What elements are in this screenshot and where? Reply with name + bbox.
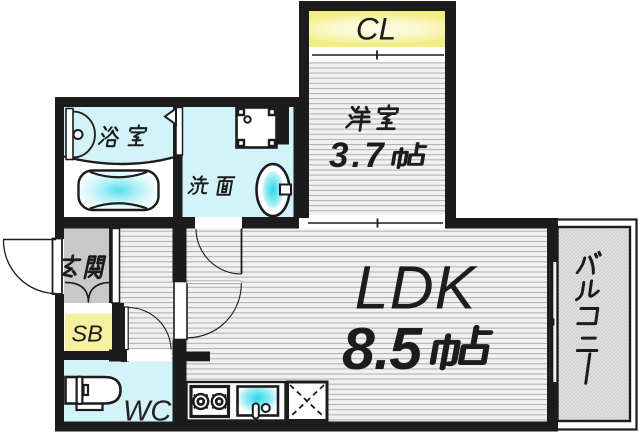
svg-text:CL: CL (356, 11, 396, 47)
svg-text:3.7: 3.7 (329, 136, 387, 175)
svg-text:SB: SB (72, 321, 103, 347)
svg-text:LDK: LDK (355, 254, 478, 322)
svg-text:WC: WC (123, 396, 172, 428)
svg-text:8.5: 8.5 (342, 316, 423, 382)
